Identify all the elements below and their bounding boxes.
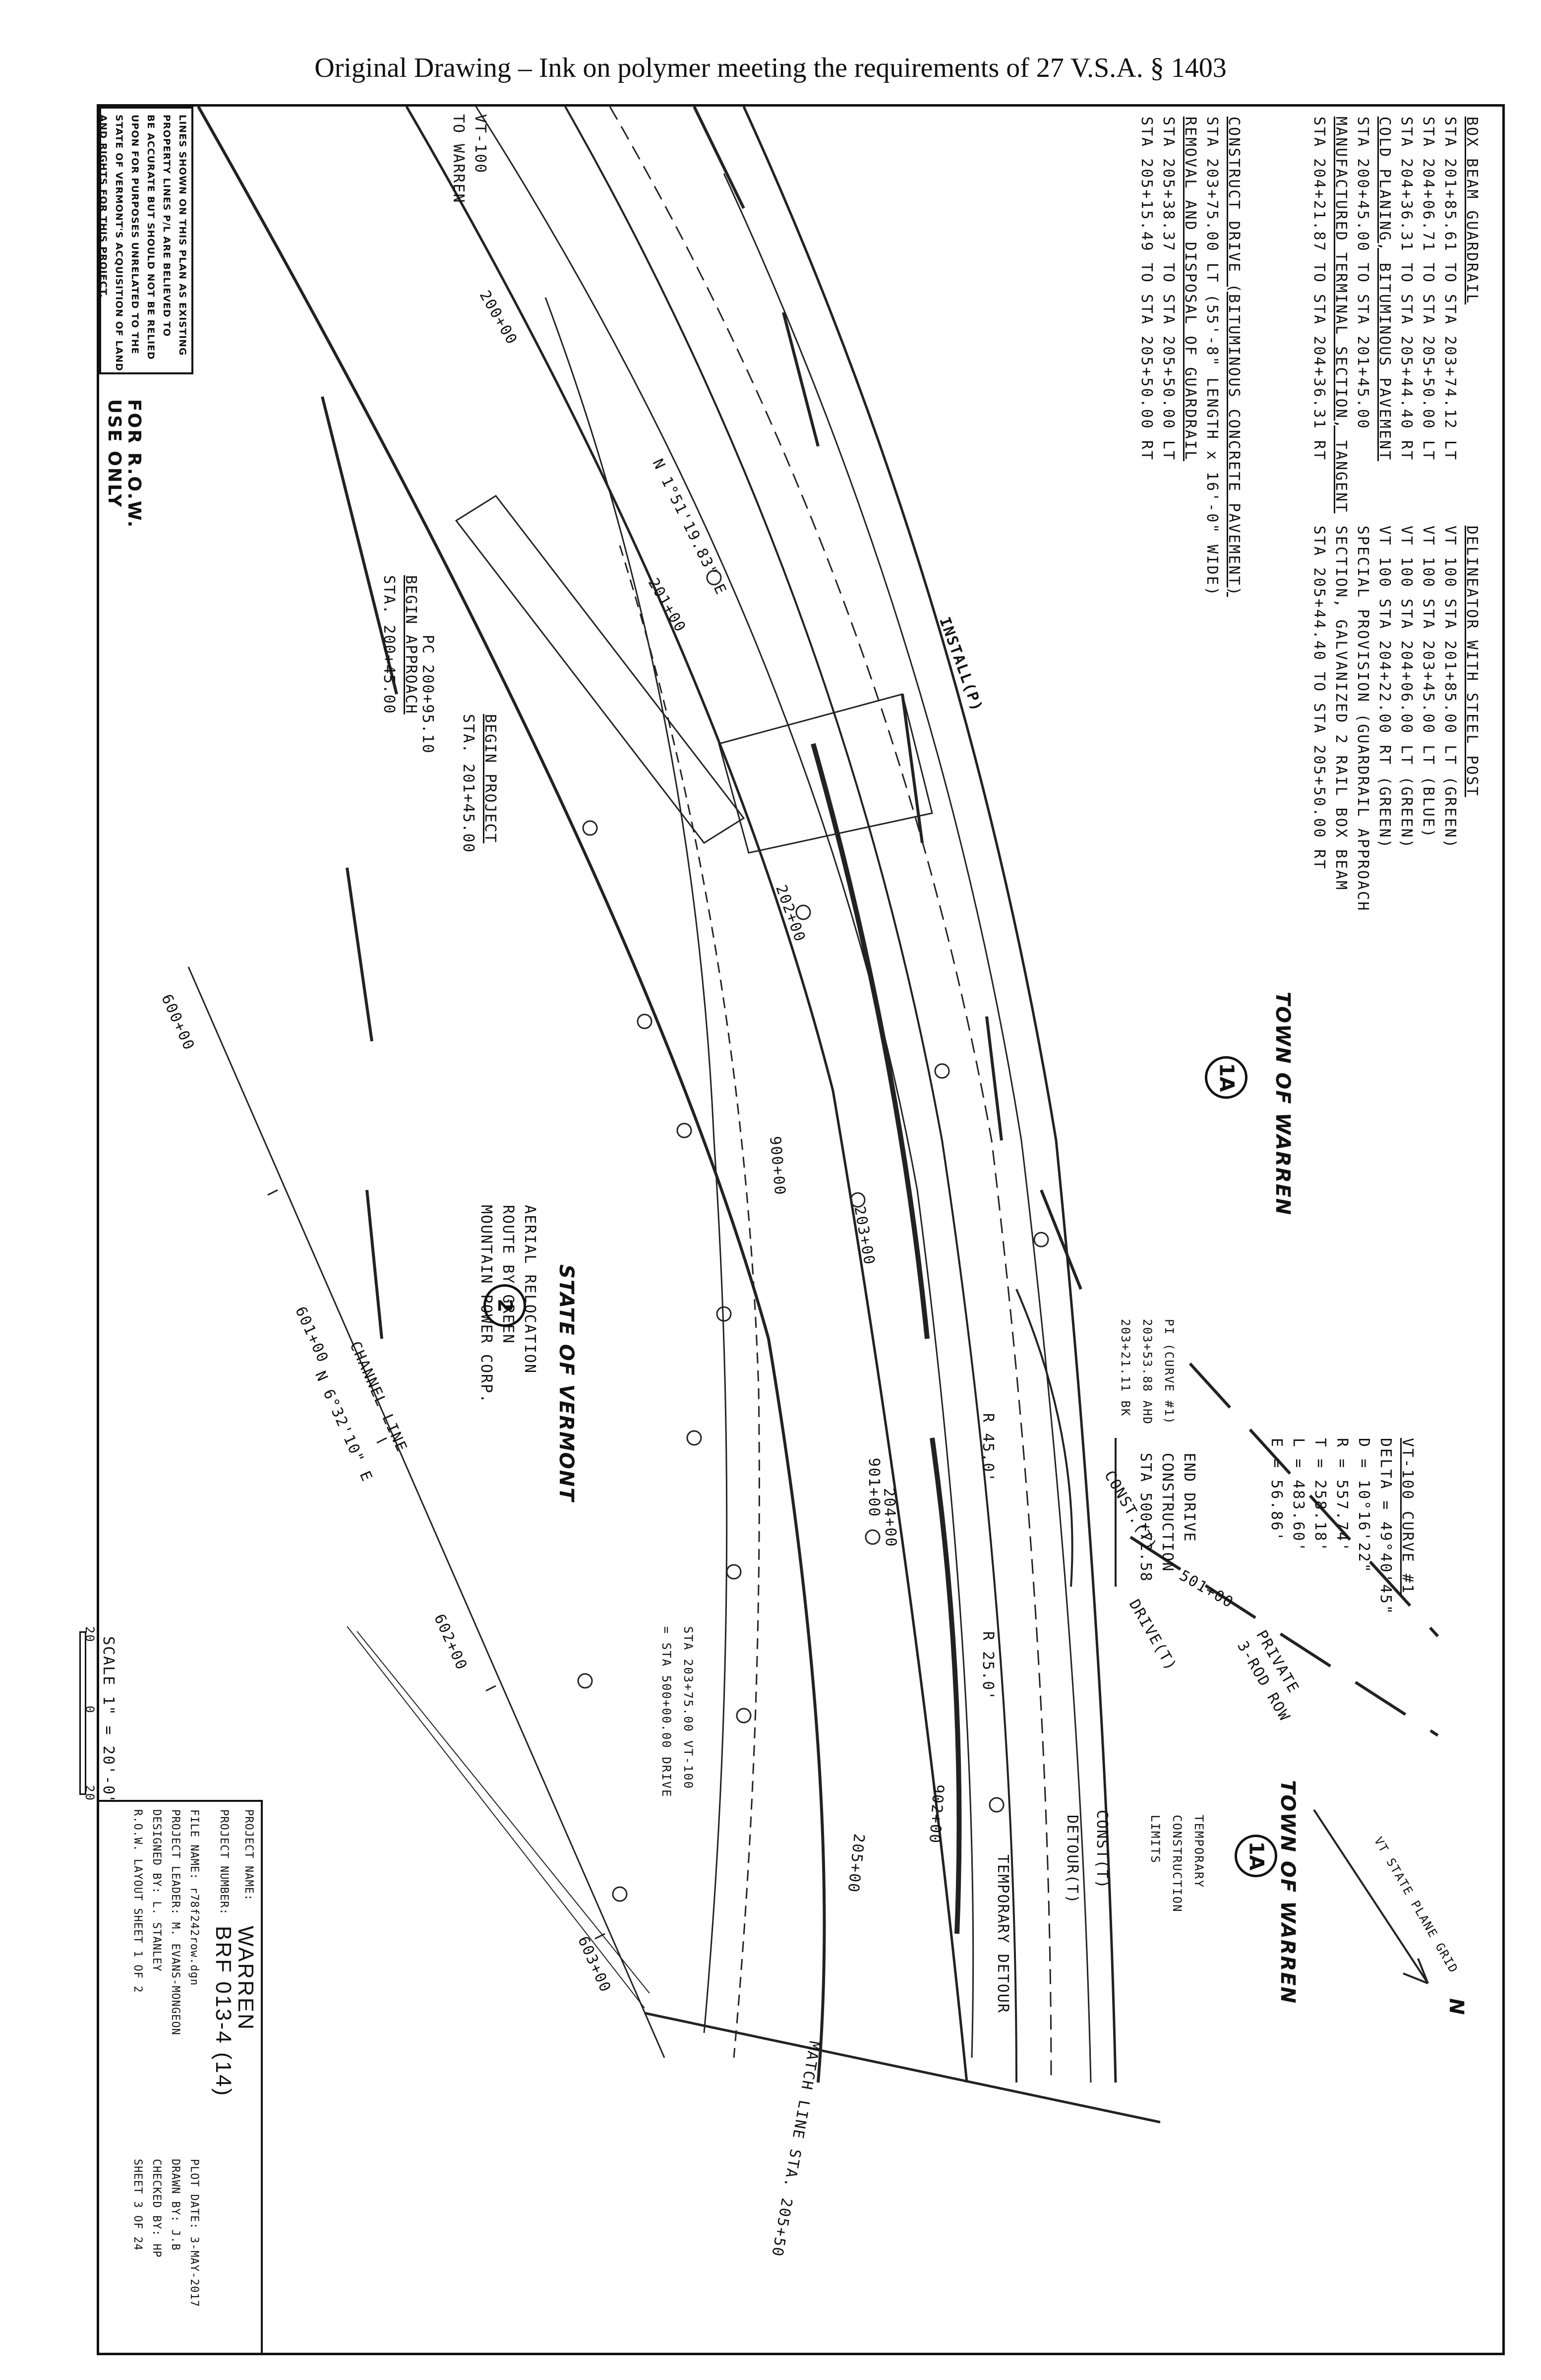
project-name: WARREN: [234, 1926, 258, 2031]
pi-label: PI (CURVE #1) 203+53.88 AHD 203+21.11 BK: [1119, 1319, 1176, 1425]
scale-tick-right: 20: [83, 1785, 97, 1801]
quantity-list-mid: CONSTRUCT DRIVE (BITUMINOUS CONCRETE PAV…: [1135, 117, 1245, 597]
scale-tick-mid: 0: [83, 1706, 97, 1714]
pc-label: PC 200+95.10: [419, 635, 436, 754]
scale-tick-left: 20: [83, 1626, 97, 1643]
quantity-list-right: DELINEATOR WITH STEEL POST VT 100 STA 20…: [1308, 526, 1482, 912]
item-heading: BOX BEAM GUARDRAIL: [1463, 117, 1481, 305]
station-label: 901+00: [865, 1458, 883, 1518]
row-note-line: STATE OF VERMONT'S ACQUISITION OF LAND: [114, 115, 124, 372]
row-note-line: PROPERTY LINES P/L ARE BELIEVED TO: [161, 115, 172, 337]
sheet-frame: [97, 104, 1505, 2355]
town-badge-2: 1A: [1235, 1835, 1277, 1877]
radius-25-label: R 25.0': [979, 1631, 997, 1701]
row-note-line: LINES SHOWN ON THIS PLAN AS EXISTING: [177, 115, 188, 356]
scale-bar: [79, 1631, 86, 1795]
vt100-label: VT-100 TO WARREN: [450, 114, 489, 204]
town-of-warren-label-2: TOWN OF WARREN: [1276, 1780, 1299, 2005]
drawing-header: Original Drawing – Ink on polymer meetin…: [314, 53, 1227, 83]
scale-label: SCALE 1" = 20'-0": [100, 1636, 117, 1806]
item-heading: REMOVAL AND DISPOSAL OF GUARDRAIL: [1182, 117, 1199, 462]
north-label: N: [1445, 1998, 1468, 2016]
row-note-line: UPON FOR PURPOSES UNRELATED TO THE: [129, 115, 140, 355]
town-badge: 1A: [1205, 1056, 1247, 1099]
state-of-vermont-label: STATE OF VERMONT: [555, 1264, 578, 1502]
begin-approach-label: BEGIN APPROACH STA. 200+45.00: [380, 575, 419, 714]
item-heading: MANUFACTURED TERMINAL SECTION, TANGENT: [1332, 117, 1350, 514]
aerial-relocation-label: AERIAL RELOCATION ROUTE BY GREEN MOUNTAI…: [477, 1205, 538, 1404]
temp-construction-limits-label: TEMPORARY CONSTRUCTION LIMITS: [1148, 1815, 1206, 1913]
temporary-detour-label: TEMPORARY DETOUR: [994, 1854, 1011, 2014]
quantity-list-left: BOX BEAM GUARDRAIL STA 201+85.61 TO STA …: [1308, 117, 1482, 513]
row-notes-box: LINES SHOWN ON THIS PLAN AS EXISTING PRO…: [98, 107, 193, 374]
curve-data: VT-100 CURVE #1 DELTA = 49°40'45" D = 10…: [1265, 1438, 1418, 1615]
state-badge: 2: [483, 1284, 526, 1327]
row-use-label: FOR R.O.W. USE ONLY: [104, 399, 144, 529]
row-note-line: AND RIGHTS FOR THIS PROJECT.: [98, 115, 109, 298]
radius-45-label: R 45.0': [979, 1413, 997, 1483]
const-t-label-2: CONST(T): [1093, 1810, 1111, 1890]
item-heading: DELINEATOR WITH STEEL POST: [1463, 526, 1481, 797]
item-heading: COLD PLANING, BITUMINOUS PAVEMENT: [1376, 117, 1393, 462]
item-heading: CONSTRUCT DRIVE (BITUMINOUS CONCRETE PAV…: [1225, 117, 1243, 597]
station-equation-label: STA 203+75.00 VT-100 = STA 500+00.00 DRI…: [659, 1626, 695, 1798]
town-of-warren-label: TOWN OF WARREN: [1271, 992, 1294, 1216]
project-number: BRF 013-4 (14): [211, 1926, 236, 2097]
detour-t-label: DETOUR(T): [1064, 1815, 1081, 1904]
station-label: 204+00: [880, 1488, 900, 1548]
title-block: PROJECT NAME: WARREN PROJECT NUMBER: BRF…: [99, 1800, 263, 2353]
begin-project-label: BEGIN PROJECT STA. 201+45.00: [460, 714, 499, 853]
curve-title: VT-100 CURVE #1: [1399, 1438, 1416, 1595]
row-note-line: BE ACCURATE BUT SHOULD NOT BE RELIED: [145, 115, 156, 360]
